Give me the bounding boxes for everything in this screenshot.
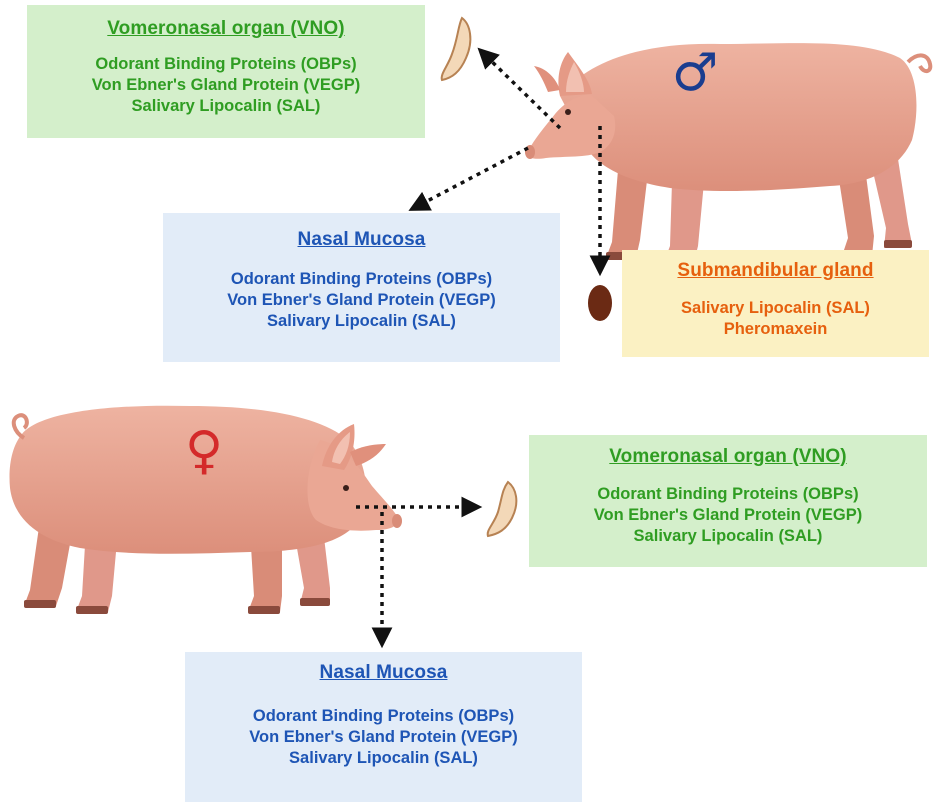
male-vno-line-1: Odorant Binding Proteins (OBPs)	[95, 55, 357, 73]
male-nasal-mucosa-box: Nasal Mucosa Odorant Binding Proteins (O…	[163, 213, 560, 362]
male-nasal-line-1: Odorant Binding Proteins (OBPs)	[230, 270, 493, 288]
submandibular-title: Submandibular gland	[677, 260, 874, 281]
female-pig	[9, 405, 402, 614]
female-nasal-title: Nasal Mucosa	[319, 662, 448, 683]
female-nasal-line-1: Odorant Binding Proteins (OBPs)	[252, 707, 515, 725]
male-nasal-line-3: Salivary Lipocalin (SAL)	[267, 312, 456, 330]
vno-organ-icon-male	[440, 16, 472, 82]
female-vno-title: Vomeronasal organ (VNO)	[609, 446, 847, 467]
male-vno-line-2: Von Ebner's Gland Protein (VEGP)	[91, 76, 361, 94]
submandibular-gland-icon	[588, 285, 612, 321]
male-vno-title: Vomeronasal organ (VNO)	[107, 18, 345, 39]
female-vno-line-2: Von Ebner's Gland Protein (VEGP)	[593, 506, 863, 524]
arrow-male-to-nasal	[408, 146, 529, 211]
vno-organ-icon-female	[486, 480, 518, 538]
male-pig	[525, 43, 933, 264]
submandibular-line-2: Pheromaxein	[723, 320, 828, 338]
submandibular-gland-box: Submandibular gland Salivary Lipocalin (…	[622, 250, 929, 357]
female-nasal-line-3: Salivary Lipocalin (SAL)	[289, 749, 478, 767]
female-nasal-line-2: Von Ebner's Gland Protein (VEGP)	[249, 728, 518, 746]
submandibular-line-1: Salivary Lipocalin (SAL)	[681, 299, 870, 317]
male-nasal-line-2: Von Ebner's Gland Protein (VEGP)	[227, 291, 496, 309]
male-symbol: ♂	[672, 43, 719, 103]
female-vno-line-1: Odorant Binding Proteins (OBPs)	[597, 485, 859, 503]
female-vno-box: Vomeronasal organ (VNO) Odorant Binding …	[529, 435, 927, 567]
arrow-male-to-vno	[477, 47, 562, 130]
female-nasal-mucosa-box: Nasal Mucosa Odorant Binding Proteins (O…	[185, 652, 582, 802]
female-vno-line-3: Salivary Lipocalin (SAL)	[633, 527, 823, 545]
female-symbol: ♀	[185, 421, 223, 481]
male-nasal-title: Nasal Mucosa	[297, 229, 426, 250]
male-vno-line-3: Salivary Lipocalin (SAL)	[131, 97, 321, 115]
male-vno-box: Vomeronasal organ (VNO) Odorant Binding …	[27, 5, 425, 138]
